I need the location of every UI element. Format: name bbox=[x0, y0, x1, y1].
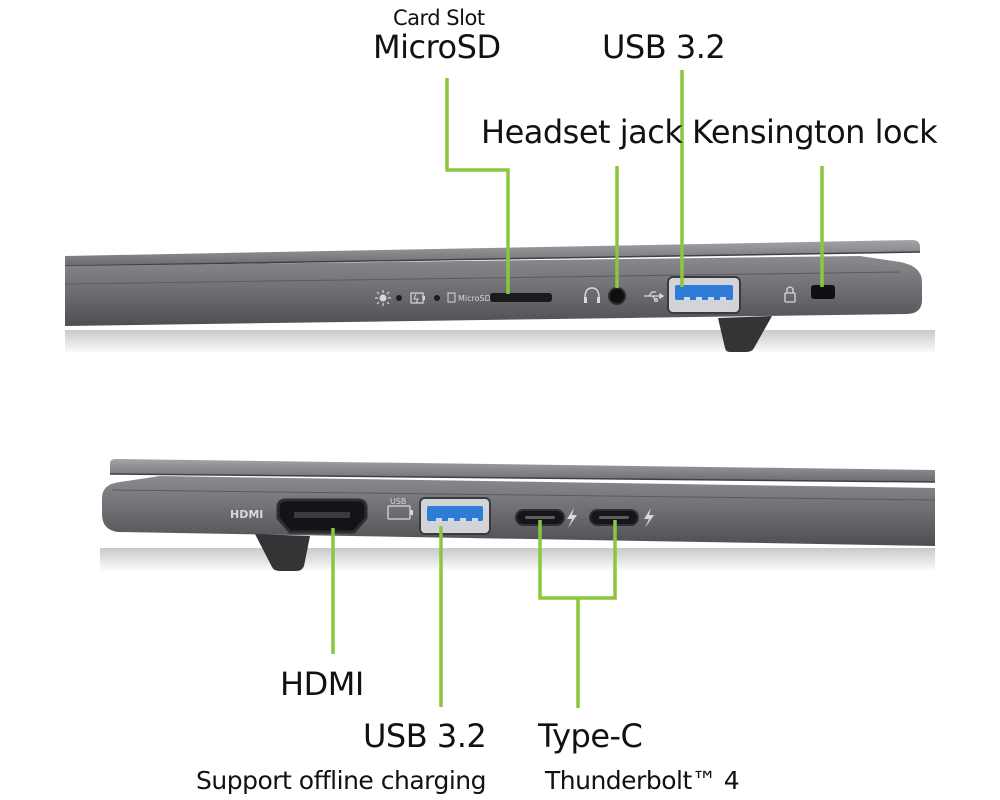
lid-bottom bbox=[110, 459, 935, 482]
lid-top bbox=[65, 240, 920, 266]
usb-port-mark: USB bbox=[390, 497, 406, 506]
microsd-callout-line bbox=[445, 78, 510, 294]
rubber-foot-bottom bbox=[255, 534, 310, 571]
type-c-caption: Thunderbolt™ 4 bbox=[545, 766, 740, 795]
usb-a-contacts-top bbox=[684, 297, 726, 300]
thunderbolt-icon bbox=[567, 508, 577, 528]
microsd-caption: Card Slot bbox=[393, 6, 485, 30]
kensington-lock-slot bbox=[811, 285, 835, 299]
lid-edge-bottom bbox=[109, 473, 936, 483]
lid-edge-top bbox=[64, 251, 921, 267]
power-led bbox=[396, 295, 402, 301]
left-side-view: HDMI USB bbox=[100, 459, 936, 572]
chassis-seam-bottom bbox=[111, 489, 936, 501]
rubber-foot-top bbox=[718, 316, 772, 352]
microsd-label: MicroSD bbox=[373, 28, 501, 66]
lock-icon bbox=[784, 286, 796, 303]
thunderbolt-icon bbox=[644, 508, 654, 528]
usb-battery-icon: USB bbox=[387, 497, 413, 520]
floor-shadow-top bbox=[65, 330, 935, 354]
microsd-port-mark: MicroSD bbox=[458, 294, 491, 303]
callout-lines-bottom bbox=[331, 520, 617, 708]
microsd-icon: MicroSD bbox=[447, 292, 491, 303]
usb-bottom-caption: Support offline charging bbox=[196, 766, 487, 795]
microsd-slot bbox=[490, 293, 552, 302]
hdmi-label: HDMI bbox=[280, 665, 364, 703]
usb-a-contacts-bottom bbox=[436, 518, 478, 521]
usb-a-port-tongue-bottom bbox=[427, 506, 483, 521]
headset-jack-port bbox=[608, 287, 626, 305]
usb-top-label: USB 3.2 bbox=[602, 28, 726, 66]
headset-jack-label: Headset jack bbox=[481, 113, 683, 151]
floor-shadow-bottom bbox=[100, 548, 935, 572]
headset-icon bbox=[584, 287, 600, 303]
type-c-port-1-tongue bbox=[525, 516, 555, 519]
usb-a-port-tongue-top bbox=[675, 285, 733, 300]
usb-icon bbox=[644, 291, 665, 303]
type-c-label: Type-C bbox=[538, 717, 643, 755]
hdmi-port-mark: HDMI bbox=[230, 508, 263, 521]
hdmi-port-tongue bbox=[294, 512, 350, 518]
type-c-port-2-tongue bbox=[599, 516, 629, 519]
battery-led bbox=[434, 295, 440, 301]
callout-lines-top bbox=[445, 70, 824, 294]
kensington-lock-label: Kensington lock bbox=[692, 113, 938, 151]
sun-icon bbox=[375, 290, 391, 306]
right-side-view: MicroSD bbox=[64, 240, 935, 354]
usb-bottom-label: USB 3.2 bbox=[363, 717, 487, 755]
chassis-seam-top bbox=[64, 271, 901, 285]
battery-icon bbox=[410, 292, 425, 304]
